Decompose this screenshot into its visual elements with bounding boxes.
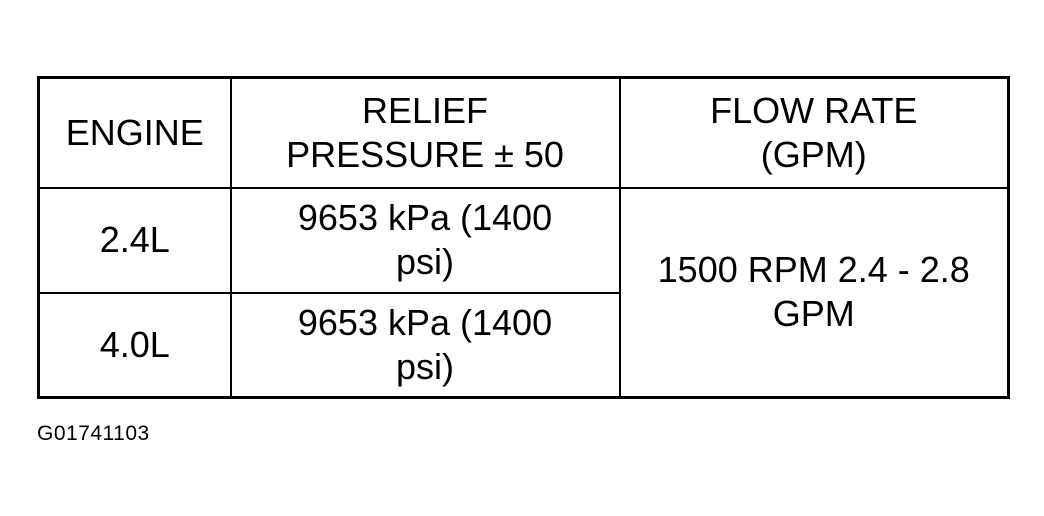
cell-flow-rate-merged: 1500 RPM 2.4 - 2.8 GPM: [618, 186, 1010, 399]
relief-pressure-line-1: 9653 kPa (1400: [297, 197, 553, 238]
cell-relief-pressure: 9653 kPa (1400 psi): [229, 291, 621, 399]
relief-pressure-line-1: 9653 kPa (1400: [297, 301, 553, 343]
table-header-row: ENGINE RELIEF PRESSURE ± 50 FLOW RATE (G…: [37, 76, 1010, 189]
relief-pressure-line-2: psi): [395, 241, 454, 282]
engine-value: 4.0L: [99, 323, 170, 365]
flow-rate-line-1: 1500 RPM 2.4 - 2.8: [657, 249, 970, 291]
power-steering-pump-spec-table: ENGINE RELIEF PRESSURE ± 50 FLOW RATE (G…: [37, 76, 1010, 399]
header-engine-text: ENGINE: [65, 111, 204, 153]
flow-rate-line-2: GPM: [772, 293, 855, 335]
header-relief-pressure: RELIEF PRESSURE ± 50: [229, 76, 621, 189]
header-engine: ENGINE: [37, 76, 232, 189]
cell-engine: 2.4L: [37, 186, 232, 294]
table-row: 2.4L 9653 kPa (1400 psi) 1500 RPM 2.4 - …: [37, 186, 1010, 399]
header-flow-rate-line-2: (GPM): [760, 133, 867, 175]
relief-pressure-line-2: psi): [395, 345, 454, 387]
cell-relief-pressure: 9653 kPa (1400 psi): [229, 186, 621, 294]
header-flow-rate-line-1: FLOW RATE: [710, 89, 918, 131]
header-relief-pressure-line-2: PRESSURE ± 50: [286, 133, 564, 175]
header-flow-rate: FLOW RATE (GPM): [618, 76, 1010, 189]
table-row: 4.0L 9653 kPa (1400 psi): [37, 291, 1009, 399]
cell-engine: 4.0L: [37, 291, 232, 399]
engine-value: 2.4L: [99, 219, 170, 260]
header-relief-pressure-line-1: RELIEF: [361, 89, 489, 131]
figure-id-label: G01741103: [37, 422, 150, 445]
